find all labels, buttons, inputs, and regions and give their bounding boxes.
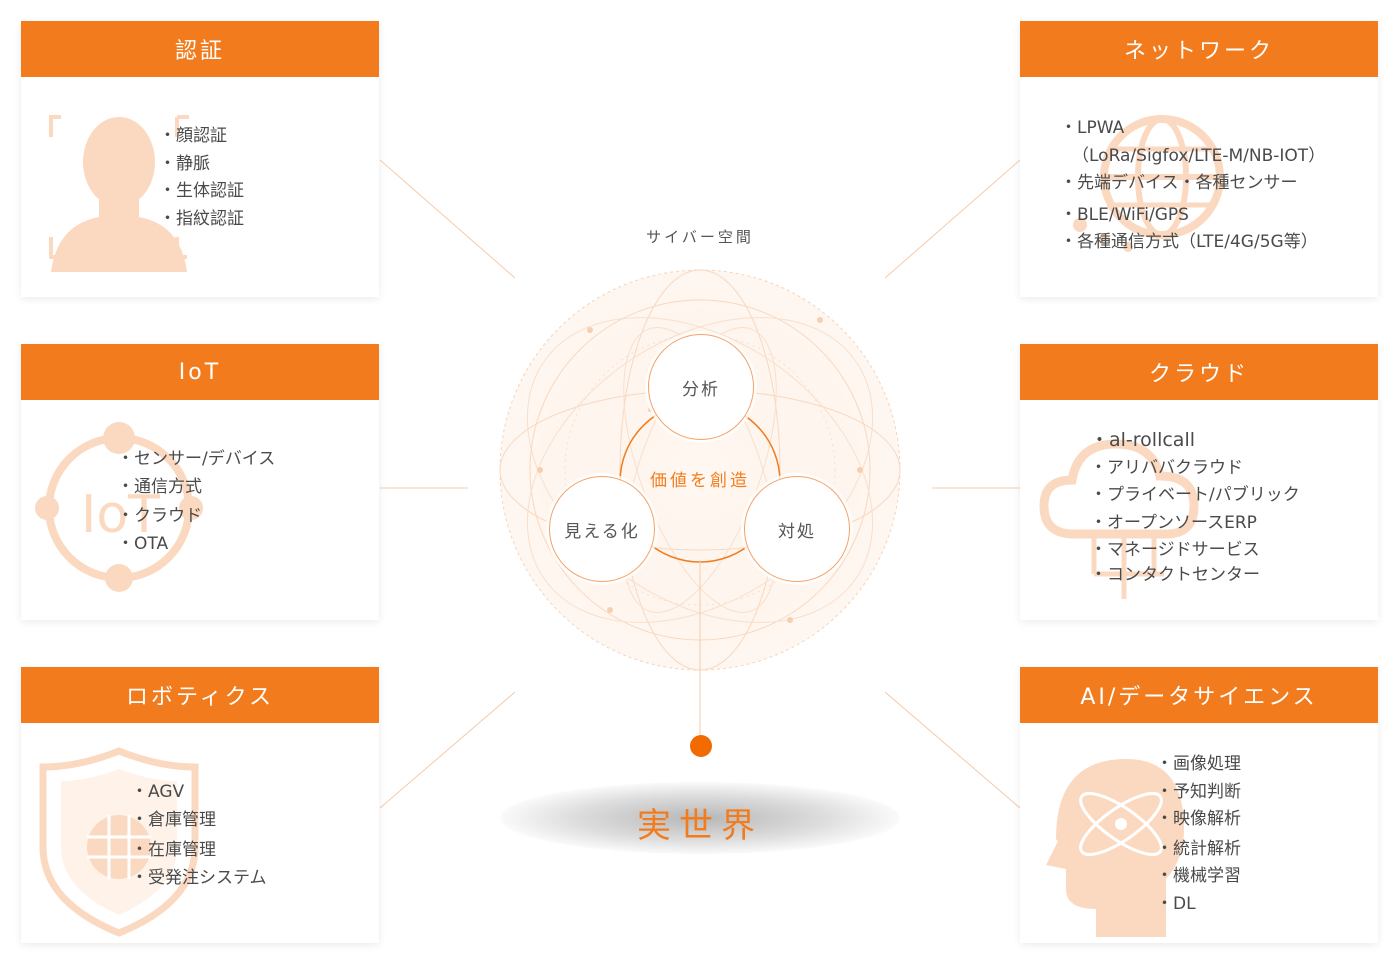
list-item: ・OTA — [117, 533, 169, 554]
card-ai-items: ・画像処理 ・予知判断 ・映像解析 ・統計解析 ・機械学習 ・DL — [1156, 751, 1241, 918]
card-auth-body: ・顔認証 ・静脈 ・生体認証 ・指紋認証 — [21, 77, 379, 297]
list-item: ・画像処理 — [1156, 754, 1241, 774]
card-network-items: ・LPWA （LoRa/Sigfox/LTE-M/NB-IOT） ・先端デバイス… — [1060, 115, 1325, 257]
card-robotics-title: ロボティクス — [21, 667, 379, 723]
card-robotics: ロボティクス ・AGV ・倉庫管理 ・在庫管理 ・受発注システム — [21, 667, 379, 943]
card-ai-body: ・画像処理 ・予知判断 ・映像解析 ・統計解析 ・機械学習 ・DL — [1020, 723, 1378, 943]
list-item: ・各種通信方式（LTE/4G/5G等） — [1060, 232, 1318, 252]
list-item: ・在庫管理 — [131, 840, 216, 860]
list-item: ・受発注システム — [131, 867, 267, 888]
respond-circle: 対処 — [744, 476, 850, 582]
list-item: ・統計解析 — [1156, 838, 1241, 859]
list-item: ・オープンソースERP — [1090, 512, 1257, 533]
list-item: ・生体認証 — [159, 181, 244, 201]
card-cloud-body: ・al-rollcall ・アリババクラウド ・プライベート/パブリック ・オー… — [1020, 400, 1378, 620]
list-item: ・LPWA — [1060, 118, 1125, 138]
list-item: ・映像解析 — [1156, 809, 1241, 829]
list-item: ・通信方式 — [117, 476, 202, 497]
card-auth-items: ・顔認証 ・静脈 ・生体認証 ・指紋認証 — [159, 123, 244, 233]
list-item: ・先端デバイス・各種センサー — [1060, 173, 1298, 193]
list-item: ・BLE/WiFi/GPS — [1060, 204, 1189, 225]
real-world-dot — [690, 735, 712, 757]
card-auth: 認証 ・顔認証 ・静脈 ・生体認証 ・指紋認証 — [21, 21, 379, 297]
list-item: ・コンタクトセンター — [1090, 564, 1260, 585]
shield-icon — [39, 747, 199, 937]
real-world-label: 実世界 — [637, 806, 763, 846]
list-item: ・DL — [1156, 893, 1196, 914]
list-item: ・AGV — [131, 782, 185, 802]
list-item: ・静脈 — [159, 153, 210, 174]
card-iot: IoT IoT ・センサー/デバイス ・通信方式 ・クラウド ・OTA — [21, 344, 379, 620]
list-item: ・al-rollcall — [1090, 429, 1196, 451]
card-robotics-body: ・AGV ・倉庫管理 ・在庫管理 ・受発注システム — [21, 723, 379, 943]
list-item: ・マネージドサービス — [1090, 540, 1260, 560]
card-auth-title: 認証 — [21, 21, 379, 77]
list-item: ・予知判断 — [1156, 781, 1241, 802]
list-item: ・機械学習 — [1156, 866, 1241, 886]
iot-deco-text: IoT — [81, 485, 160, 545]
face-recognition-icon — [49, 115, 189, 272]
iot-icon: IoT — [35, 422, 203, 592]
list-item: ・クラウド — [117, 506, 202, 526]
card-iot-body: IoT ・センサー/デバイス ・通信方式 ・クラウド ・OTA — [21, 400, 379, 620]
card-robotics-items: ・AGV ・倉庫管理 ・在庫管理 ・受発注システム — [131, 779, 267, 892]
card-cloud-title: クラウド — [1020, 344, 1378, 400]
list-item: ・倉庫管理 — [131, 809, 216, 830]
real-world-shadow — [500, 782, 900, 854]
card-cloud-items: ・al-rollcall ・アリババクラウド ・プライベート/パブリック ・オー… — [1090, 427, 1300, 589]
card-network: ネットワーク ・LPWA （LoRa/Sigfox/LTE-M/NB-IOT） … — [1020, 21, 1378, 297]
list-item: ・アリババクラウド — [1090, 457, 1243, 478]
card-network-title: ネットワーク — [1020, 21, 1378, 77]
list-item: ・センサー/デバイス — [117, 449, 276, 469]
card-network-body: ・LPWA （LoRa/Sigfox/LTE-M/NB-IOT） ・先端デバイス… — [1020, 77, 1378, 297]
ai-head-icon — [1046, 759, 1184, 937]
card-ai-title: AI/データサイエンス — [1020, 667, 1378, 723]
card-iot-title: IoT — [21, 344, 379, 400]
card-ai: AI/データサイエンス ・画像処理 ・予知判断 ・映像解析 ・統計解析 ・機械学… — [1020, 667, 1378, 943]
list-item: ・指紋認証 — [159, 208, 244, 229]
cloud-icon — [1039, 439, 1199, 599]
list-item: （LoRa/Sigfox/LTE-M/NB-IOT） — [1072, 145, 1326, 166]
card-iot-items: ・センサー/デバイス ・通信方式 ・クラウド ・OTA — [117, 446, 275, 558]
list-item: ・顔認証 — [159, 126, 227, 146]
visualize-circle: 見える化 — [549, 476, 655, 582]
globe-icon — [1073, 115, 1224, 252]
create-value-label: 価値を創造 — [650, 471, 750, 491]
card-cloud: クラウド ・al-rollcall ・アリババクラウド ・プライベート/パブリッ… — [1020, 344, 1378, 620]
list-item: ・プライベート/パブリック — [1090, 485, 1300, 505]
cyber-space-label: サイバー空間 — [646, 228, 754, 246]
analysis-circle: 分析 — [648, 334, 754, 440]
